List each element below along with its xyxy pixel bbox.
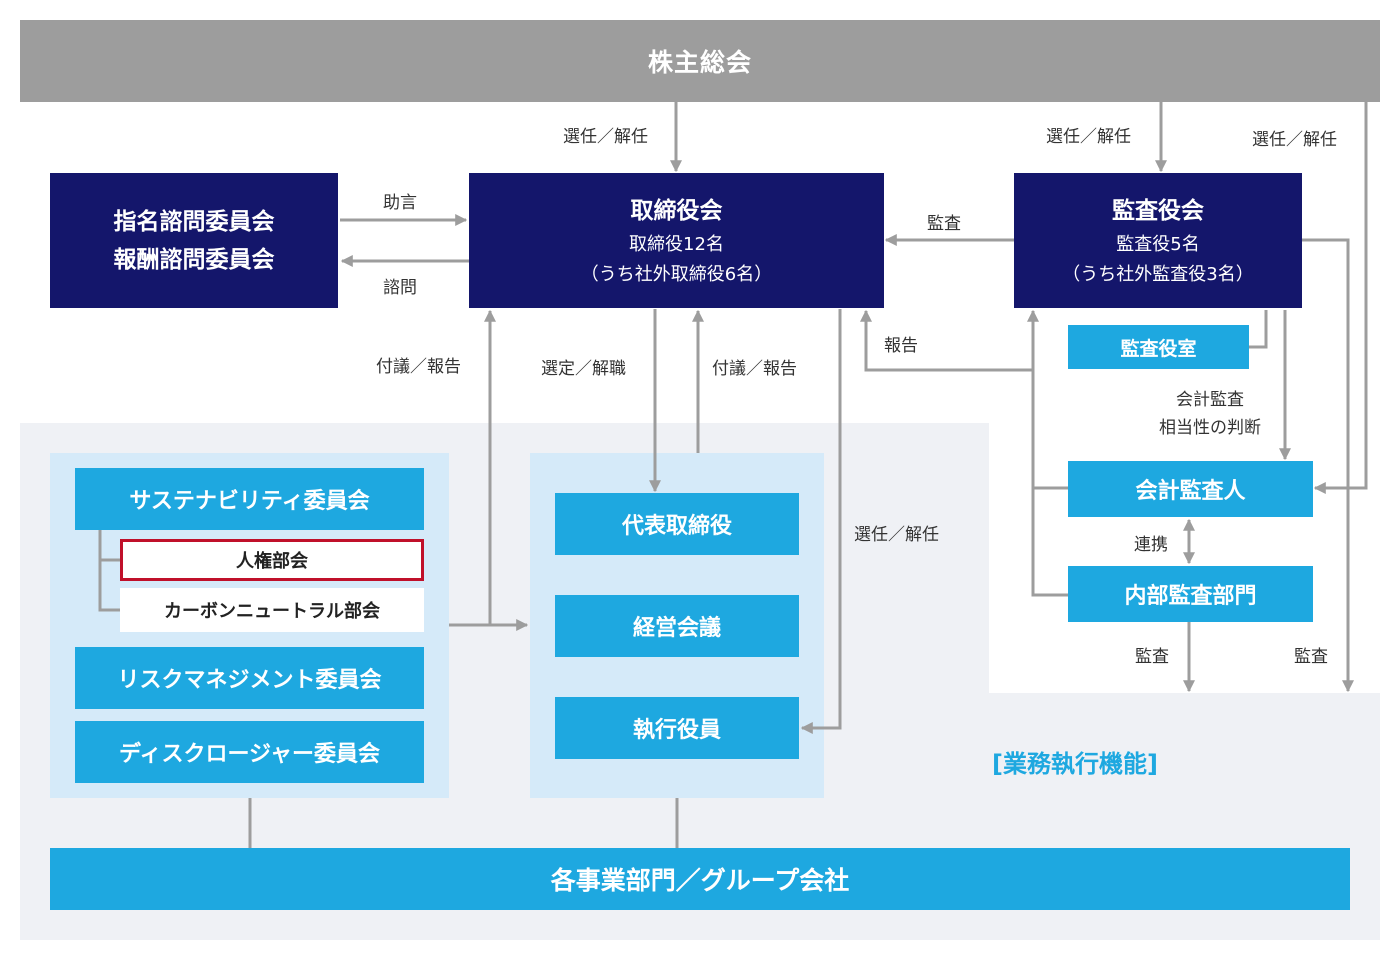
elect-officers-label: 選任／解任 (854, 525, 939, 545)
accounting-auditor-label: 会計監査人 (1135, 479, 1246, 504)
representative-director-box: 代表取締役 (555, 493, 799, 555)
board-of-directors-box: 取締役会 取締役12名 （うち社外取締役6名） (469, 173, 884, 308)
disclosure-committee-box: ディスクロージャー委員会 (75, 721, 424, 783)
audit-board-title: 監査役会 (1112, 197, 1204, 224)
executive-officers-box: 執行役員 (555, 697, 799, 759)
report-board-arrow (860, 309, 1033, 372)
audit-down-label: 監査 (1294, 647, 1328, 667)
elect-audit-label: 選任／解任 (1046, 127, 1131, 147)
elect-accounting-arrow (1313, 102, 1368, 494)
elect-officers-arrow (800, 309, 842, 734)
carbon-neutral-subcommittee-label: カーボンニュートラル部会 (164, 601, 380, 622)
human-rights-subcommittee-label: 人権部会 (236, 551, 308, 572)
audit-board-label: 監査 (927, 214, 961, 234)
appropriateness-line1: 会計監査 (1176, 390, 1244, 410)
business-units-box: 各事業部門／グループ会社 (50, 848, 1350, 910)
internal-audit-label: 内部監査部門 (1124, 584, 1257, 609)
representative-director-label: 代表取締役 (621, 514, 732, 539)
disclosure-committee-label: ディスクロージャー委員会 (119, 742, 380, 767)
elect-board-label: 選任／解任 (563, 127, 648, 147)
shareholders-meeting-label: 株主総会 (647, 48, 752, 77)
audit-bracket-arrow (1027, 309, 1068, 597)
audit-office-connector (1249, 310, 1268, 349)
accounting-auditor-box: 会計監査人 (1068, 461, 1313, 517)
internal-audit-box: 内部監査部門 (1068, 566, 1313, 622)
audit-office-box: 監査役室 (1068, 325, 1249, 369)
compensation-committee-label: 報酬諮問委員会 (113, 246, 275, 273)
cooperation-label: 連携 (1134, 535, 1168, 555)
refer-report-right-label: 付議／報告 (712, 359, 797, 379)
management-meeting-label: 経営会議 (632, 616, 721, 641)
audit-internal-label: 監査 (1135, 647, 1169, 667)
executive-officers-label: 執行役員 (632, 718, 721, 743)
management-meeting-box: 経営会議 (555, 595, 799, 657)
nomination-committee-label: 指名諮問委員会 (113, 208, 275, 235)
consult-label: 諮問 (383, 278, 417, 298)
shareholders-meeting: 株主総会 (20, 20, 1380, 102)
subcommittee-tree (98, 530, 120, 612)
risk-management-committee-box: リスクマネジメント委員会 (75, 647, 424, 709)
advisory-committees-box: 指名諮問委員会 報酬諮問委員会 (50, 173, 338, 308)
board-directors-count: 取締役12名 (629, 233, 724, 255)
report-board-label: 報告 (884, 336, 918, 356)
risk-management-committee-label: リスクマネジメント委員会 (117, 668, 382, 693)
refer-report-left-label: 付議／報告 (376, 357, 461, 377)
sustainability-committee-label: サステナビリティ委員会 (129, 489, 370, 514)
select-dismiss-label: 選定／解職 (541, 359, 626, 379)
board-outside-directors: （うち社外取締役6名） (580, 263, 773, 285)
audit-board-count: 監査役5名 (1116, 233, 1200, 255)
board-title: 取締役会 (630, 197, 723, 224)
human-rights-subcommittee-box: 人権部会 (120, 539, 424, 581)
carbon-neutral-subcommittee-box: カーボンニュートラル部会 (120, 588, 424, 632)
advice-label: 助言 (383, 193, 417, 213)
execution-function-label: [業務執行機能] (992, 750, 1158, 778)
appropriateness-line2: 相当性の判断 (1159, 418, 1261, 438)
business-units-label: 各事業部門／グループ会社 (550, 866, 850, 895)
appropriateness-label: 会計監査 相当性の判断 (1140, 386, 1280, 442)
audit-board-box: 監査役会 監査役5名 （うち社外監査役3名） (1014, 173, 1302, 308)
audit-board-outside: （うち社外監査役3名） (1062, 263, 1254, 285)
audit-down-arrow (1302, 238, 1354, 693)
audit-office-label: 監査役室 (1120, 337, 1197, 360)
elect-accounting-label: 選任／解任 (1252, 130, 1337, 150)
sustainability-committee-box: サステナビリティ委員会 (75, 468, 424, 530)
